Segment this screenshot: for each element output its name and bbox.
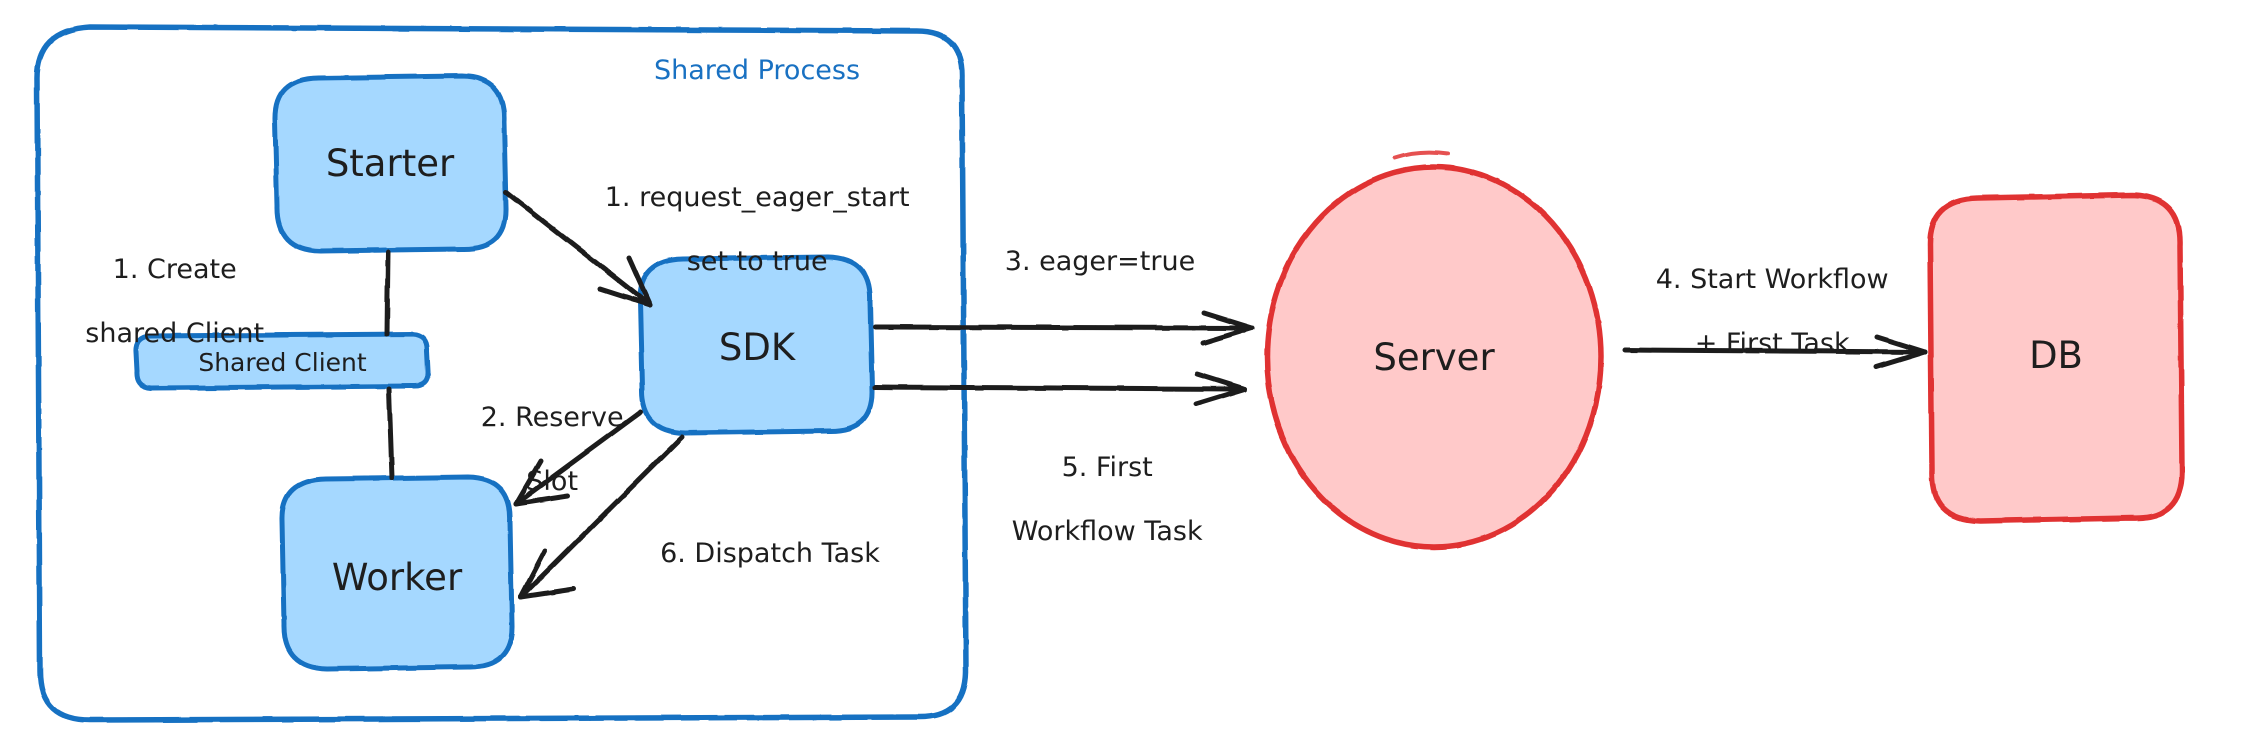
edge-start-workflow-db[interactable] (1622, 334, 1928, 370)
edge-create-shared-client[interactable] (384, 249, 391, 337)
edge-reserve-slot[interactable] (513, 409, 644, 507)
node-db[interactable] (1927, 192, 2185, 524)
edge-dispatch-task[interactable] (518, 434, 685, 600)
node-sdk[interactable] (637, 254, 875, 436)
node-starter[interactable] (272, 73, 509, 254)
edge-request-eager-start[interactable] (503, 189, 653, 308)
node-worker[interactable] (279, 474, 515, 672)
container-shared-process[interactable] (34, 24, 969, 723)
edge-first-workflow-task[interactable] (872, 371, 1248, 407)
edge-shared-client-worker[interactable] (386, 386, 395, 481)
node-server[interactable] (1264, 150, 1604, 550)
node-shared-client[interactable] (133, 331, 431, 391)
edge-eager-true[interactable] (872, 310, 1255, 346)
